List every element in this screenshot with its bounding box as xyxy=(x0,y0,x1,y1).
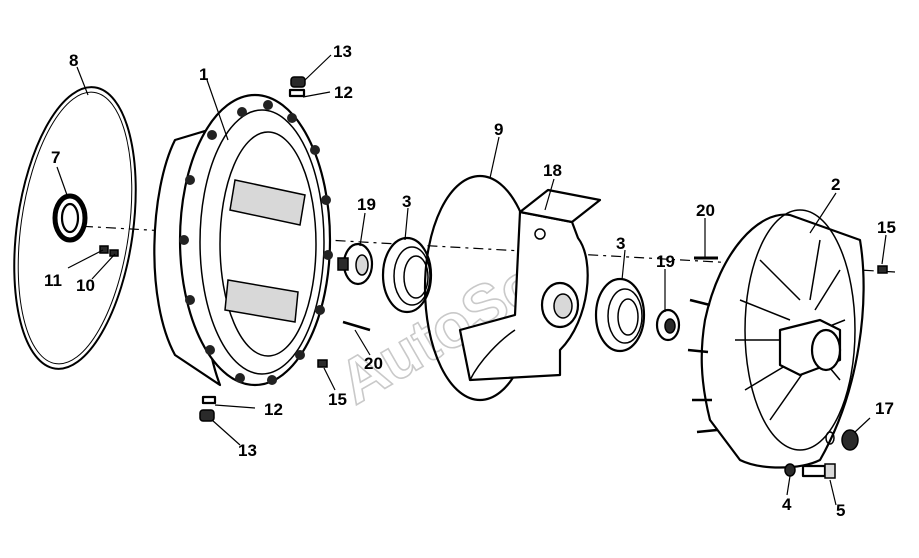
callout-1: 1 xyxy=(199,65,208,84)
callout-3-left: 3 xyxy=(402,192,411,211)
callout-9: 9 xyxy=(494,120,503,139)
leader-lines xyxy=(56,54,887,506)
bearing-left-part xyxy=(381,236,433,314)
bolt-right-part xyxy=(877,265,888,274)
callout-13-bottom: 13 xyxy=(238,441,257,460)
rotor-block-part xyxy=(458,188,602,382)
callout-18: 18 xyxy=(543,161,562,180)
top-plug-part xyxy=(288,76,306,98)
flange-right-part xyxy=(655,308,681,342)
callout-15-left: 15 xyxy=(328,390,347,409)
callout-19-left: 19 xyxy=(357,195,376,214)
callout-15-right: 15 xyxy=(877,218,896,237)
oil-seal-part xyxy=(52,193,88,243)
bearing-right-part xyxy=(594,277,646,353)
callout-8: 8 xyxy=(69,51,78,70)
callout-13-top: 13 xyxy=(333,42,352,61)
flange-left-part xyxy=(337,242,374,286)
small-bolt-part xyxy=(99,245,119,257)
callout-2: 2 xyxy=(831,175,840,194)
end-cover-part xyxy=(687,209,865,469)
callout-5: 5 xyxy=(836,501,845,520)
pin-left-part xyxy=(342,320,371,332)
bottom-plug-part xyxy=(199,395,217,422)
bolt-left-part xyxy=(317,359,328,368)
callout-11: 11 xyxy=(44,271,62,290)
nut-part xyxy=(825,429,859,451)
callout-17: 17 xyxy=(875,399,894,418)
callout-3-right: 3 xyxy=(616,234,625,253)
gasket-ring-part xyxy=(13,86,137,370)
housing-part xyxy=(153,93,333,387)
callout-7: 7 xyxy=(51,148,60,167)
washer-part xyxy=(784,463,796,477)
hex-bolt-part xyxy=(801,463,836,479)
callout-4: 4 xyxy=(782,495,792,514)
callout-12-top: 12 xyxy=(334,83,353,102)
callout-20-left: 20 xyxy=(364,354,383,373)
callout-10: 10 xyxy=(76,276,95,295)
callout-labels: 8 7 11 10 1 13 12 12 13 15 19 20 3 9 18 … xyxy=(44,42,896,520)
callout-19-right: 19 xyxy=(656,252,675,271)
callout-12-bottom: 12 xyxy=(264,400,283,419)
callout-20-right: 20 xyxy=(696,201,715,220)
